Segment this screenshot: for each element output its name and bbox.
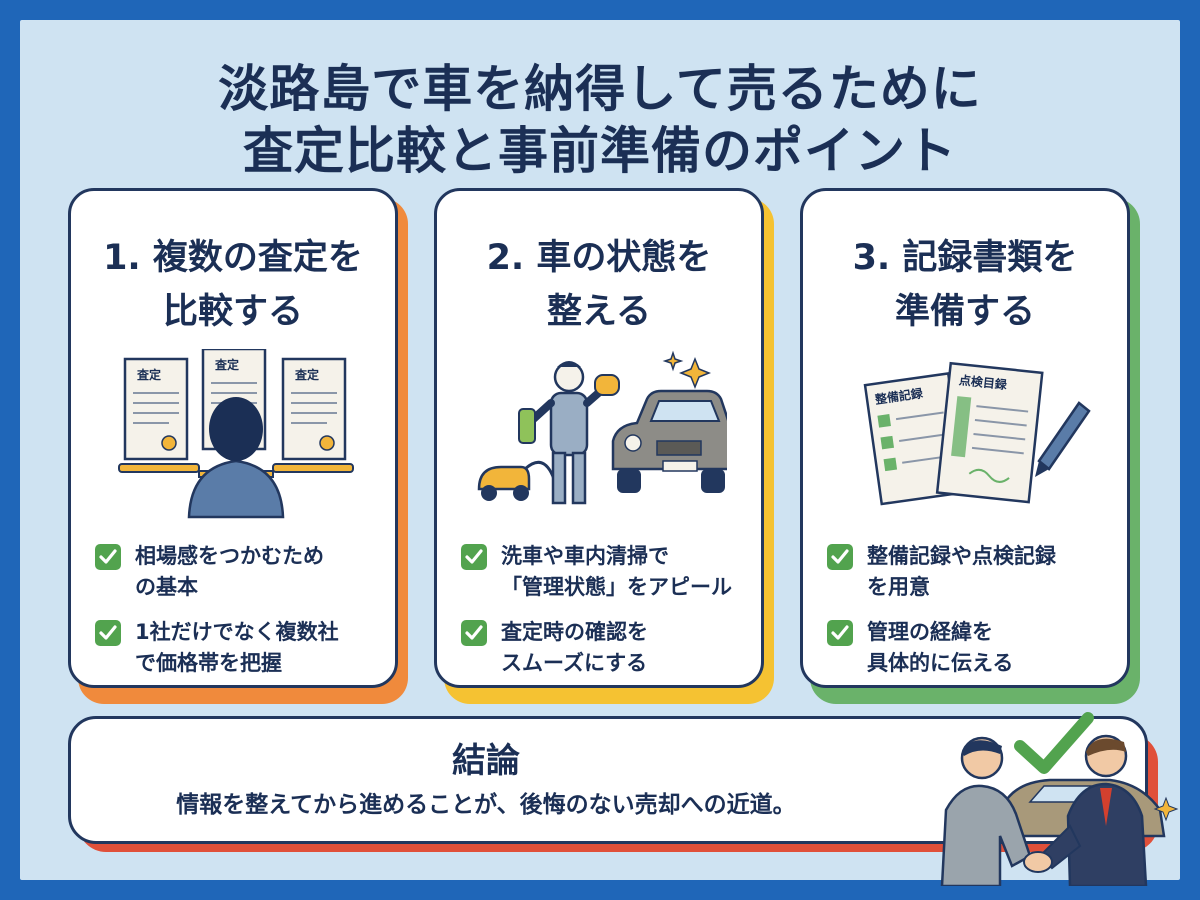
check-text: スムーズにする [501, 651, 648, 675]
title-line-1: 淡路島で車を納得して売るために [218, 60, 982, 118]
card-title-line-2: 比較する [162, 292, 303, 332]
conclusion-title: 結論 [452, 741, 520, 781]
checkmark-icon [461, 544, 487, 570]
card-title-line-2: 準備する [894, 292, 1035, 332]
handshake-icon [940, 712, 1179, 886]
checkmark-icon [827, 620, 853, 646]
card-body: 2. 車の状態を 整える [434, 188, 764, 688]
conclusion-text: 情報を整えてから進めることが、後悔のない売却への近道。 [176, 792, 796, 818]
checkmark-icon [461, 620, 487, 646]
check-text: 洗車や車内清掃で [501, 544, 669, 568]
title-line-2: 査定比較と事前準備のポイント [243, 122, 957, 180]
page-title: 淡路島で車を納得して売るために 査定比較と事前準備のポイント [20, 58, 1180, 182]
card-title: 3. 記録書類を 準備する [803, 231, 1127, 339]
doc-label: 査定 [214, 357, 239, 372]
check-list: 整備記録や点検記録 を用意 管理の経緯を 具体的に伝える [827, 541, 1117, 693]
card-compare-appraisals: 1. 複数の査定を 比較する 査定 査定 [68, 188, 408, 708]
card-title: 1. 複数の査定を 比較する [71, 231, 395, 339]
inspection-list-doc: 点検目録 [935, 361, 1044, 504]
check-list: 洗車や車内清掃で 「管理状態」をアピール 査定時の確認を スムーズにする [461, 541, 751, 693]
card-body: 3. 記録書類を 準備する 整備記録 点検目録 [800, 188, 1130, 688]
infographic-frame: 淡路島で車を納得して売るために 査定比較と事前準備のポイント 1. 複数の査定を… [20, 20, 1180, 886]
cleaning-person-icon [518, 361, 620, 505]
doc-label: 査定 [294, 367, 319, 382]
check-text: 「管理状態」をアピール [501, 575, 732, 599]
card-title-line-1: 3. 記録書類を [852, 238, 1078, 278]
person-icon [187, 397, 285, 519]
check-item: 整備記録や点検記録 を用意 [827, 541, 1117, 603]
check-text: 整備記録や点検記録 [867, 544, 1056, 568]
pen-icon [1035, 401, 1091, 477]
check-item: 査定時の確認を スムーズにする [461, 617, 751, 679]
check-list: 相場感をつかむため の基本 1社だけでなく複数社 で価格帯を把握 [95, 541, 385, 693]
card-title-line-1: 2. 車の状態を [486, 238, 712, 278]
vacuum-icon [477, 460, 559, 501]
card-prepare-records: 3. 記録書類を 準備する 整備記録 点検目録 [800, 188, 1140, 708]
doc-label: 査定 [136, 367, 161, 382]
check-text: 相場感をつかむため [135, 544, 324, 568]
car-icon [611, 389, 727, 493]
check-text: 具体的に伝える [867, 651, 1014, 675]
check-text: 管理の経緯を [867, 620, 993, 644]
card-prepare-car: 2. 車の状態を 整える [434, 188, 774, 708]
person-left-icon [940, 736, 1032, 886]
svg-text:点検目録: 点検目録 [958, 372, 1008, 392]
check-text: を用意 [867, 575, 930, 599]
check-text: の基本 [135, 575, 198, 599]
check-item: 洗車や車内清掃で 「管理状態」をアピール [461, 541, 751, 603]
documents-icon: 査定 査定 査定 [118, 349, 354, 519]
checkmark-icon [95, 544, 121, 570]
check-item: 相場感をつかむため の基本 [95, 541, 385, 603]
card-title-line-2: 整える [547, 292, 651, 332]
checkmark-icon [827, 544, 853, 570]
car-cleaning-illustration [477, 350, 727, 505]
check-text: で価格帯を把握 [135, 651, 282, 675]
check-text: 査定時の確認を [501, 620, 648, 644]
sparkle-icon [1153, 796, 1179, 822]
svg-text:整備記録: 整備記録 [873, 385, 925, 407]
check-text: 1社だけでなく複数社 [135, 620, 339, 644]
records-icon: 整備記録 点検目録 [863, 361, 1091, 506]
checkmark-icon [1014, 712, 1094, 774]
card-body: 1. 複数の査定を 比較する 査定 査定 [68, 188, 398, 688]
sparkle-icon [662, 350, 712, 390]
checkmark-icon [95, 620, 121, 646]
check-item: 1社だけでなく複数社 で価格帯を把握 [95, 617, 385, 679]
check-item: 管理の経緯を 具体的に伝える [827, 617, 1117, 679]
appraisal-doc-left: 査定 [123, 357, 189, 461]
card-title-line-1: 1. 複数の査定を [103, 238, 363, 278]
card-title: 2. 車の状態を 整える [437, 231, 761, 339]
appraisal-doc-right: 査定 [281, 357, 347, 461]
